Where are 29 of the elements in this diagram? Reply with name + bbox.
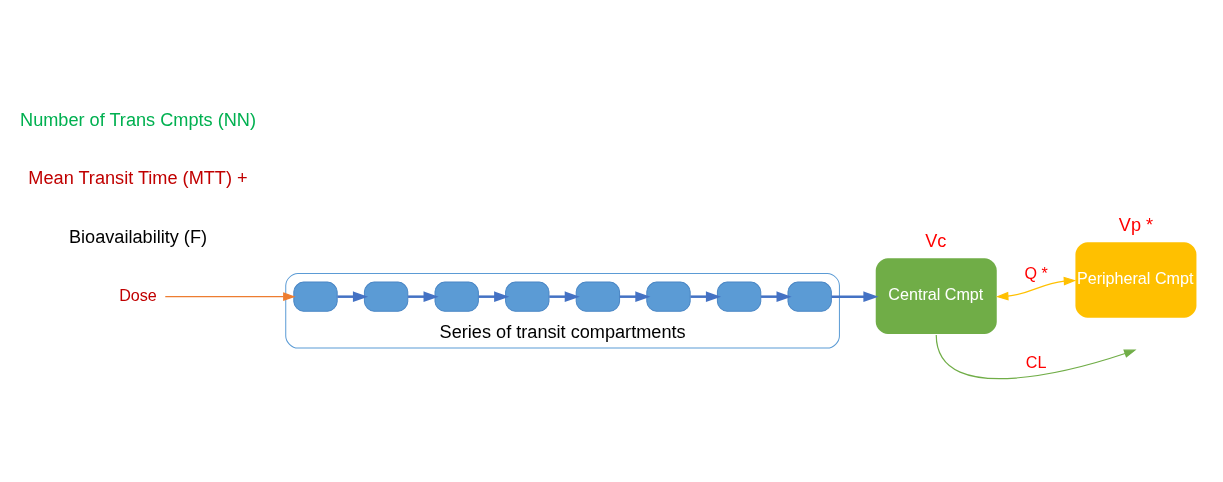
node-box bbox=[505, 281, 550, 312]
arrow bbox=[478, 291, 510, 302]
arrow bbox=[995, 276, 1077, 301]
node-box: Central Cmpt bbox=[875, 258, 997, 334]
arrow bbox=[831, 291, 879, 302]
arrow bbox=[761, 291, 792, 302]
edge-label: CL bbox=[1025, 353, 1047, 372]
node-label: Vc bbox=[925, 230, 947, 251]
node-box bbox=[716, 281, 762, 312]
node-box: Peripheral Cmpt bbox=[1075, 242, 1197, 318]
label: Number of Trans Cmpts (NN) bbox=[20, 109, 256, 130]
node-label: Vp * bbox=[1118, 214, 1154, 235]
arrow bbox=[337, 291, 369, 302]
node-box bbox=[646, 281, 691, 312]
arrow bbox=[164, 292, 296, 302]
label: Mean Transit Time (MTT) + bbox=[28, 168, 248, 189]
node-box bbox=[363, 281, 409, 312]
arrow bbox=[549, 291, 580, 302]
arrow bbox=[408, 291, 439, 302]
arrow bbox=[935, 334, 1137, 380]
edge-label: Q * bbox=[1024, 264, 1048, 283]
arrow bbox=[619, 291, 651, 302]
label: Bioavailability (F) bbox=[68, 226, 208, 247]
node-box bbox=[293, 281, 338, 312]
node-text: Dose bbox=[119, 285, 157, 304]
arrow bbox=[690, 291, 722, 302]
node-box bbox=[434, 281, 479, 312]
node-box bbox=[787, 281, 832, 312]
node-box bbox=[575, 281, 621, 312]
